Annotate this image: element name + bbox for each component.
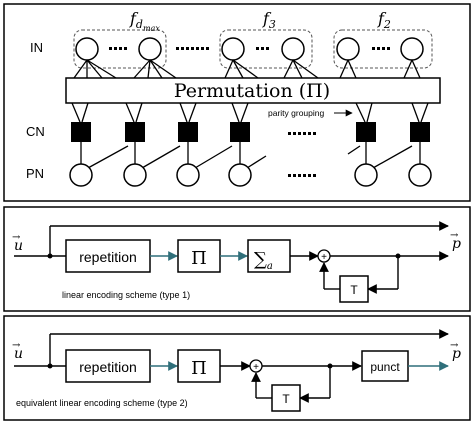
delay-label: T [282, 392, 290, 406]
in-row-label: IN [30, 40, 43, 55]
check-nodes [71, 122, 430, 142]
panel-1: u → repetition Π ∑a + T p → lin [12, 221, 461, 303]
top-panel-frame [3, 3, 471, 202]
check-node [71, 122, 91, 142]
in-dots [109, 47, 390, 50]
group-label-fdmax: fdmax [129, 9, 160, 33]
panel1-input-label: u [14, 238, 23, 254]
group-frame-f3 [219, 29, 313, 69]
parity-node [123, 163, 147, 187]
sum-label: ∑a [254, 249, 273, 272]
panel-1-frame [3, 206, 471, 312]
repetition-label: repetition [79, 249, 137, 265]
repetition-label: repetition [79, 359, 137, 375]
adder-plus: + [321, 252, 327, 263]
cn-pn-edges [80, 142, 421, 169]
parity-node [354, 163, 378, 187]
parity-nodes [69, 163, 432, 187]
panel2-input-label: u [14, 346, 23, 362]
panel-2: u → repetition Π + T punct p → equivalen… [12, 329, 461, 412]
info-nodes [75, 37, 424, 61]
parity-node [228, 163, 252, 187]
permutation-label: Permutation (Π) [174, 80, 330, 102]
info-node [281, 37, 305, 61]
pn-row-label: PN [26, 166, 44, 181]
delay-block [339, 275, 369, 303]
panel2-output-label: p [452, 346, 461, 362]
delay-label: T [350, 283, 358, 297]
group-frame-fdmax [73, 29, 167, 69]
repetition-block [65, 349, 151, 383]
panel-2-frame [3, 315, 471, 421]
parity-node [69, 163, 93, 187]
group-frame-f2 [333, 29, 433, 69]
check-node [356, 122, 376, 142]
info-node [138, 37, 162, 61]
info-node [336, 37, 360, 61]
cn-edges [71, 102, 429, 123]
vec-arrow-u2: → [12, 340, 21, 351]
parity-grouping-label: parity grouping [268, 108, 325, 118]
parity-node [408, 163, 432, 187]
puncture-block [361, 350, 409, 382]
puncture-label: punct [370, 360, 400, 374]
pn-dots [288, 132, 316, 177]
in-edges [73, 59, 421, 79]
adder-plus: + [253, 362, 259, 373]
info-node [400, 37, 424, 61]
vec-arrow-p2: → [450, 340, 459, 351]
panel2-caption: equivalent linear encoding scheme (type … [16, 398, 188, 408]
check-node [125, 122, 145, 142]
parity-node [176, 163, 200, 187]
repetition-block [65, 239, 151, 273]
vec-arrow-p1: → [450, 230, 459, 241]
check-node [178, 122, 198, 142]
panel1-output-label: p [452, 236, 461, 252]
top-panel: IN CN PN fdmax f3 f2 [26, 9, 441, 187]
check-node [230, 122, 250, 142]
info-node [75, 37, 99, 61]
panel1-caption: linear encoding scheme (type 1) [62, 290, 190, 300]
interleaver-label: Π [191, 248, 207, 269]
cn-row-label: CN [26, 124, 45, 139]
interleaver-label: Π [191, 358, 207, 379]
vec-arrow-u1: → [12, 232, 21, 243]
group-label-f2: f2 [377, 9, 391, 31]
permutation-box [65, 77, 441, 104]
check-node [410, 122, 430, 142]
group-label-f3: f3 [262, 9, 276, 31]
delay-block [271, 384, 301, 412]
info-node [221, 37, 245, 61]
